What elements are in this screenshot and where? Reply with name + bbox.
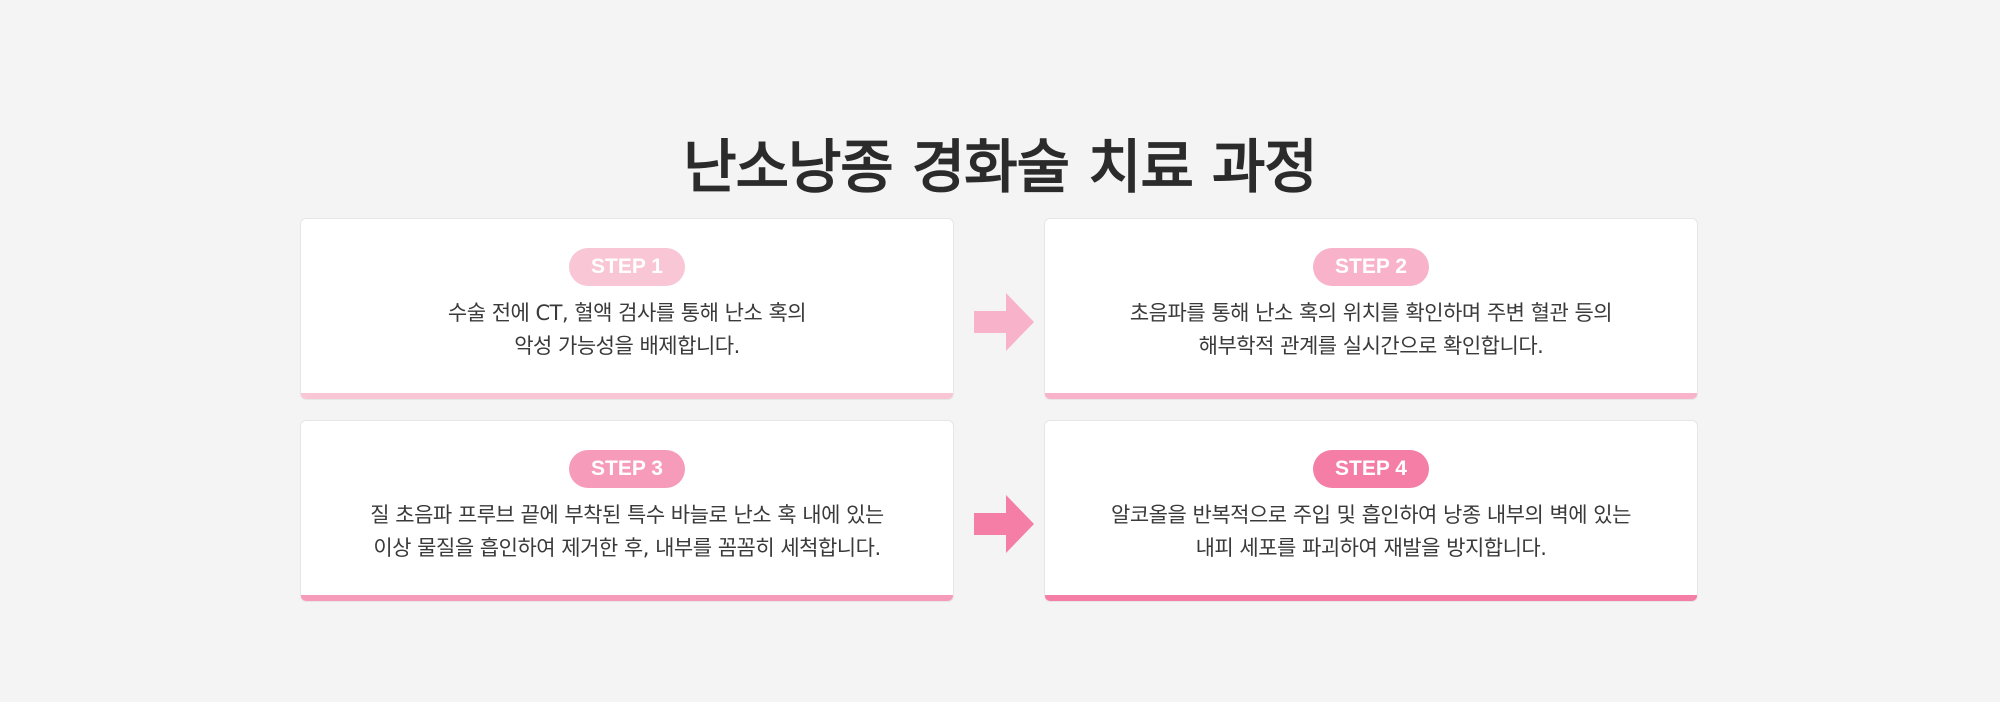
arrow-right-icon [974,293,1034,351]
step-badge-4: STEP 4 [1313,450,1429,488]
step-description-4: 알코올을 반복적으로 주입 및 흡인하여 낭종 내부의 벽에 있는 내피 세포를… [1055,499,1687,565]
step-description-line: 내피 세포를 파괴하여 재발을 방지합니다. [1195,536,1547,560]
arrow-shape [974,293,1034,351]
step-description-line: 질 초음파 프루브 끝에 부착된 특수 바늘로 난소 혹 내에 있는 [370,503,884,527]
step-description-3: 질 초음파 프루브 끝에 부착된 특수 바늘로 난소 혹 내에 있는 이상 물질… [311,499,943,565]
step-badge-2: STEP 2 [1313,248,1429,286]
step-description-line: 해부학적 관계를 실시간으로 확인합니다. [1198,334,1544,358]
step-description-line: 초음파를 통해 난소 혹의 위치를 확인하며 주변 혈관 등의 [1129,301,1613,325]
step-card-4: STEP 4 알코올을 반복적으로 주입 및 흡인하여 낭종 내부의 벽에 있는… [1044,420,1698,602]
step-badge-1: STEP 1 [569,248,685,286]
step-description-line: 악성 가능성을 배제합니다. [514,334,740,358]
arrow-shape [974,495,1034,553]
step-card-2: STEP 2 초음파를 통해 난소 혹의 위치를 확인하며 주변 혈관 등의 해… [1044,218,1698,400]
card-accent-bar [1045,595,1697,601]
card-accent-bar [1045,393,1697,399]
step-card-3: STEP 3 질 초음파 프루브 끝에 부착된 특수 바늘로 난소 혹 내에 있… [300,420,954,602]
step-badge-3: STEP 3 [569,450,685,488]
step-description-2: 초음파를 통해 난소 혹의 위치를 확인하며 주변 혈관 등의 해부학적 관계를… [1055,297,1687,363]
card-accent-bar [301,393,953,399]
step-description-line: 알코올을 반복적으로 주입 및 흡인하여 낭종 내부의 벽에 있는 [1111,503,1631,527]
arrow-right-icon [974,495,1034,553]
step-description-line: 이상 물질을 흡인하여 제거한 후, 내부를 꼼꼼히 세척합니다. [373,536,881,560]
page-title: 난소낭종 경화술 치료 과정 [683,132,1318,201]
step-card-1: STEP 1 수술 전에 CT, 혈액 검사를 통해 난소 혹의 악성 가능성을… [300,218,954,400]
step-description-line: 수술 전에 CT, 혈액 검사를 통해 난소 혹의 [447,301,807,325]
step-description-1: 수술 전에 CT, 혈액 검사를 통해 난소 혹의 악성 가능성을 배제합니다. [311,297,943,363]
card-accent-bar [301,595,953,601]
